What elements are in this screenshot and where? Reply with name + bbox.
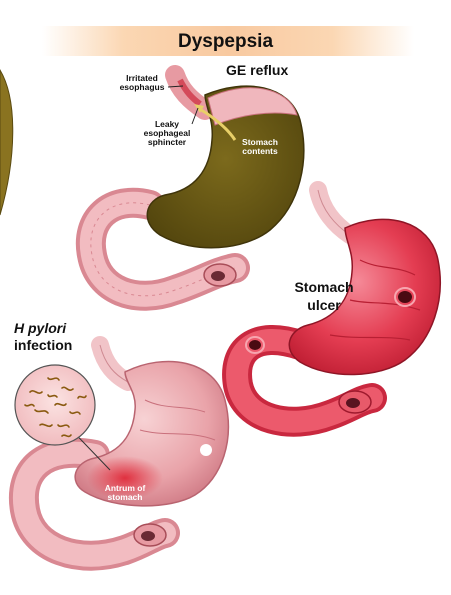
antrum-highlight xyxy=(87,456,163,500)
title-banner xyxy=(42,26,414,56)
diagram-title: Dyspepsia xyxy=(177,31,274,52)
ge-reflux-stomach xyxy=(75,65,305,311)
ge-reflux-heading: GE reflux xyxy=(226,62,289,78)
gastric-spot xyxy=(200,444,212,456)
label-stomach-contents: Stomach contents xyxy=(242,137,278,156)
h-pylori-heading: H pylori infection xyxy=(14,320,73,353)
label-irritated-esophagus: Irritated esophagus xyxy=(119,73,165,92)
label-antrum: Antrum of stomach xyxy=(104,483,146,502)
stomach-ulcer-heading: Stomach ulcer xyxy=(294,279,354,313)
ulcer-stomach xyxy=(222,181,441,437)
partial-stomach-edge xyxy=(0,69,14,216)
ulcer-lesion xyxy=(398,291,412,303)
label-leaky-sphincter: Leaky esophageal sphincter xyxy=(143,119,191,147)
h-pylori-stomach xyxy=(8,336,229,571)
